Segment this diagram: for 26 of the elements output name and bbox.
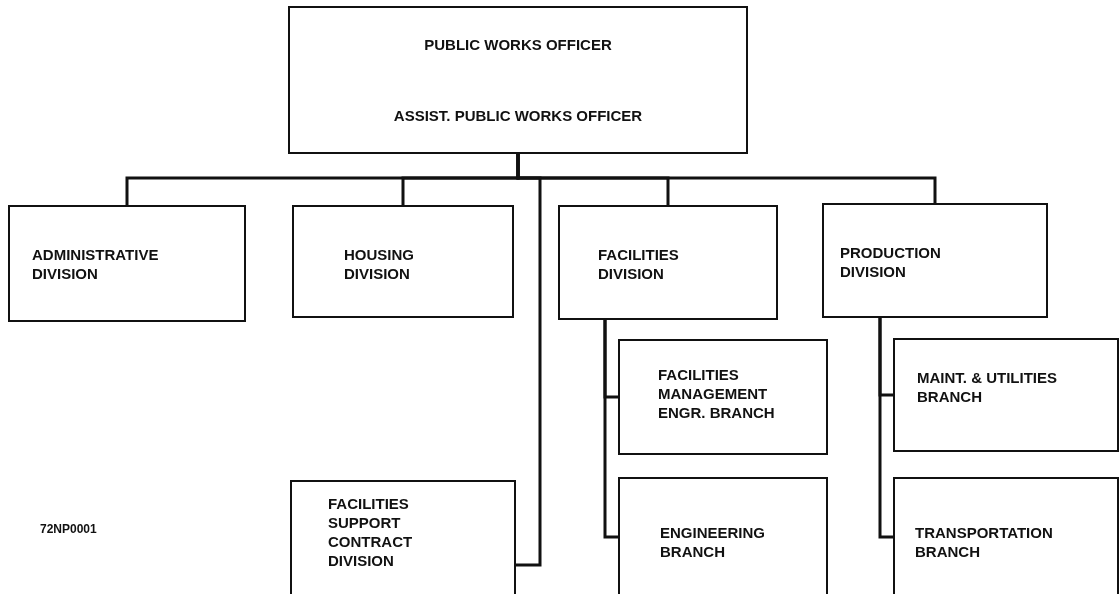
connector-line <box>878 318 893 539</box>
connector-line <box>603 320 618 539</box>
org-box <box>618 339 828 455</box>
org-box <box>893 477 1119 594</box>
figure-code: 72NP0001 <box>40 522 97 536</box>
box-title: FACILITIES MANAGEMENT ENGR. BRANCH <box>658 365 776 422</box>
org-box <box>8 205 246 322</box>
org-box <box>618 477 828 594</box>
box-title: FACILITIES SUPPORT CONTRACT DIVISION <box>328 494 414 570</box>
box-title: TRANSPORTATION BRANCH <box>915 523 1054 561</box>
box-title: ENGINEERING BRANCH <box>660 523 766 561</box>
org-box <box>288 6 748 82</box>
org-box <box>558 205 778 320</box>
connector-line <box>516 154 542 567</box>
box-title: ADMINISTRATIVE DIVISION <box>32 245 160 283</box>
box-title: PUBLIC WORKS OFFICER <box>423 34 613 54</box>
org-box <box>292 205 514 318</box>
org-box <box>893 338 1119 452</box>
org-box <box>288 80 748 154</box>
box-title: FACILITIES DIVISION <box>598 245 680 283</box>
box-title: PRODUCTION DIVISION <box>840 243 942 281</box>
box-title: ASSIST. PUBLIC WORKS OFFICER <box>392 105 644 125</box>
org-box <box>822 203 1048 318</box>
box-title: HOUSING DIVISION <box>344 245 415 283</box>
org-box <box>290 480 516 594</box>
box-title: MAINT. & UTILITIES BRANCH <box>917 368 1058 406</box>
